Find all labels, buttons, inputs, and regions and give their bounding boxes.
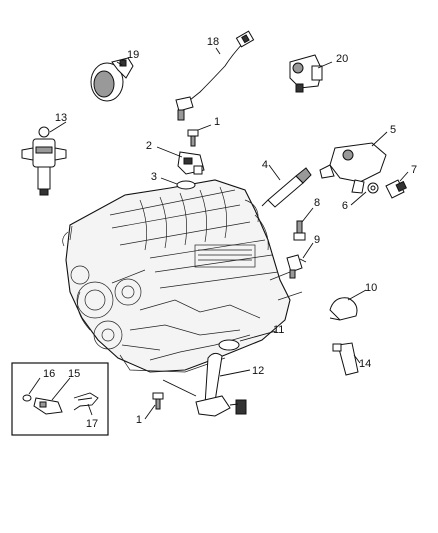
callout-3: 3 xyxy=(151,171,157,183)
part-5-thermostat-housing xyxy=(319,142,387,194)
callout-13: 13 xyxy=(55,112,67,124)
part-1-bolt-top xyxy=(187,129,199,147)
callout-18: 18 xyxy=(207,36,219,48)
callout-9: 9 xyxy=(314,234,320,246)
part-1-bolt-bottom xyxy=(152,392,164,410)
part-13-control-valve xyxy=(21,126,67,196)
part-17-retaining-clip xyxy=(73,392,99,411)
inset-box xyxy=(11,362,109,436)
callout-19: 19 xyxy=(127,49,139,61)
part-7-temp-sensor xyxy=(385,179,407,199)
callout-17: 17 xyxy=(86,418,98,430)
part-20-pressure-sensor xyxy=(289,54,323,93)
part-3-o-ring xyxy=(176,180,196,190)
callout-16: 16 xyxy=(43,368,55,380)
callout-6: 6 xyxy=(342,200,348,212)
callout-12: 12 xyxy=(252,365,264,377)
part-10-clamp xyxy=(329,297,358,321)
part-4-glow-plug xyxy=(261,167,312,208)
part-9-crankshaft-sensor xyxy=(286,254,307,279)
callout-8: 8 xyxy=(314,197,320,209)
part-12-oil-filler-tube xyxy=(195,352,247,417)
callout-10: 10 xyxy=(365,282,377,294)
leader-lines xyxy=(28,47,409,420)
callout-11: 11 xyxy=(273,324,284,336)
part-16-seal-ring xyxy=(22,394,32,402)
callout-15: 15 xyxy=(68,368,80,380)
engine-block xyxy=(62,179,303,373)
part-2-camshaft-sensor xyxy=(177,151,205,175)
part-15-position-sensor xyxy=(33,397,63,415)
callout-1-bottom: 1 xyxy=(136,414,142,426)
callout-5: 5 xyxy=(390,124,396,136)
part-14-bracket xyxy=(332,342,359,376)
callout-20: 20 xyxy=(336,53,348,65)
part-18-oxygen-sensor xyxy=(175,30,255,121)
part-19-air-flow-meter xyxy=(90,57,134,102)
callout-4: 4 xyxy=(262,159,268,171)
callout-14: 14 xyxy=(359,358,371,370)
callout-labels: 19 18 20 13 1 2 3 4 5 6 7 8 9 10 11 12 1… xyxy=(43,36,417,430)
part-11-gasket xyxy=(218,339,240,351)
callout-7: 7 xyxy=(411,164,417,176)
callout-1-top: 1 xyxy=(214,116,220,128)
callout-2: 2 xyxy=(146,140,152,152)
part-8-bolt xyxy=(293,220,306,241)
part-6-washer xyxy=(367,182,379,194)
